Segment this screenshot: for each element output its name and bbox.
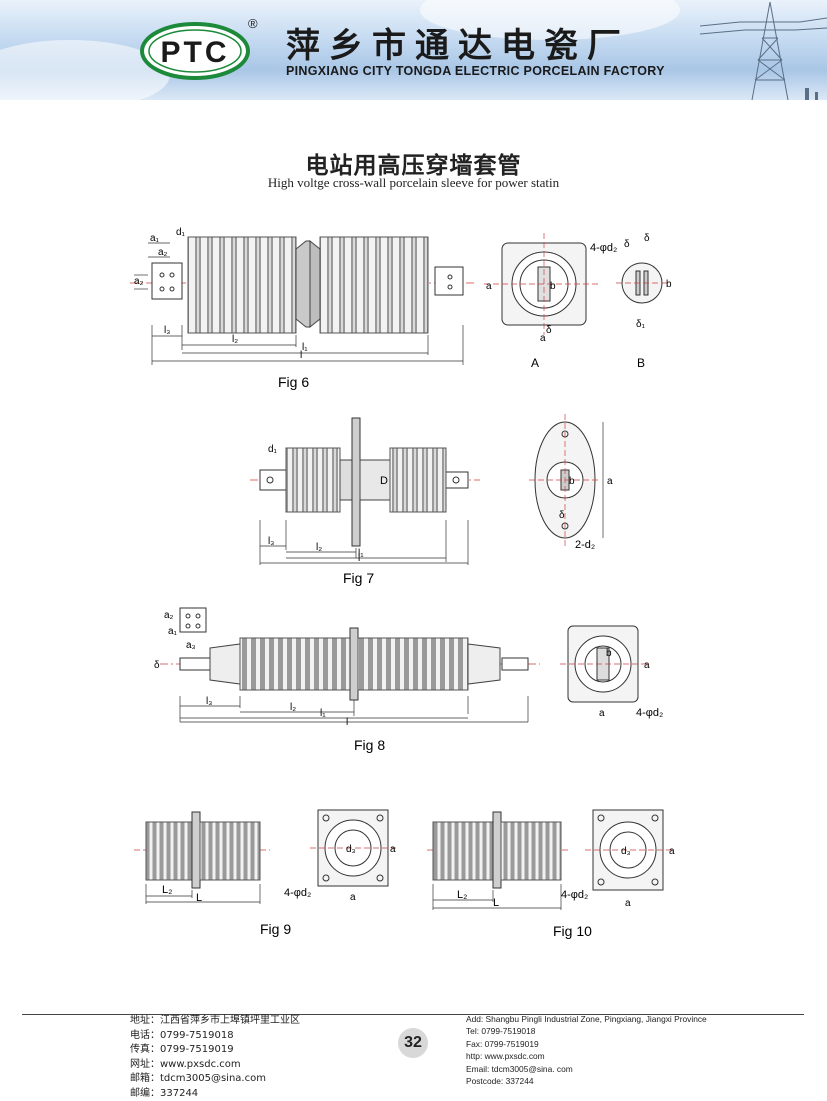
dim-L-label: L [493,897,499,909]
dim-holes-label: 4-φd₂ [636,707,663,719]
footer-email-en: Email: tdcm3005@sina. com [466,1063,707,1075]
ptc-logo: PTC [140,22,250,80]
logo-text: PTC [161,36,230,69]
figure-9-caption: Fig 9 [260,921,291,937]
header-banner: PTC ® 萍乡市通达电瓷厂 PINGXIANG CITY TONGDA ELE… [0,0,827,100]
dim-delta-top-label: δ [644,233,650,244]
dim-delta-label: δ [154,660,160,671]
dim-a-vertical-label: a [669,846,675,857]
figure-7-caption: Fig 7 [343,570,374,586]
dim-l-label: l [346,717,348,728]
dim-a-horizontal-label: a [599,708,605,719]
figure-8-caption: Fig 8 [354,737,385,753]
page-title-en: High voltge cross-wall porcelain sleeve … [0,175,827,191]
footer-web-en: http: www.pxsdc.com [466,1050,707,1062]
dim-a3-label: a₃ [186,640,196,651]
dim-a-horizontal-label: a [625,898,631,909]
dim-delta-label: δ [559,510,565,521]
dim-l3-label: l₃ [268,536,274,547]
dim-delta-label: δ [546,325,552,336]
dim-a1-label: a₁ [168,626,178,637]
footer-address-cn: 地址：江西省萍乡市上埠镇坪里工业区 [130,1014,300,1029]
dim-a-vertical-label: a [390,844,396,855]
dim-l3-label: l₃ [206,696,212,707]
dim-a-label: a [607,476,613,487]
view-b-label: B [637,356,645,370]
figure-10-caption: Fig 10 [553,923,592,939]
page-number: 32 [398,1028,428,1058]
dim-b-view-label: b [666,279,672,290]
dim-a-label: a₂ [134,276,144,287]
footer-contact-en: Add: Shangbu Pingli Industrial Zone, Pin… [466,1013,707,1087]
dim-d1-label: d₁ [268,444,278,455]
footer-address-en: Add: Shangbu Pingli Industrial Zone, Pin… [466,1013,707,1025]
dim-d3-label: d₃ [346,844,356,855]
dim-b-label: b [569,476,575,487]
dim-l1-label: l₁ [320,708,326,719]
dim-l-label: l [300,350,302,361]
figure-10-drawing: L₂ L d₃ a 4-φd₂ a Fig 10 [425,800,715,945]
company-name-cn: 萍乡市通达电瓷厂 [286,18,630,67]
dim-L-label: L [196,892,202,904]
dim-l2-label: l₂ [316,542,322,553]
dim-a1-label: a₁ [150,233,160,244]
dim-b-label: b [550,281,556,292]
figure-6-caption: Fig 6 [278,374,309,390]
figure-8-drawing: a₂ a₁ a₃ δ l₃ l₂ l₁ l b a a 4-φd₂ Fig 8 [150,600,710,760]
dim-holes-label: 2-d₂ [575,539,595,551]
footer-tel-en: Tel: 0799-7519018 [466,1025,707,1037]
dim-delta1-label: δ₁ [636,319,646,330]
dim-b-label: b [606,648,612,659]
dim-holes-label: 4-φd₂ [284,887,311,899]
dim-holes-label: 4-φd₂ [561,889,588,901]
footer-email-cn: 邮箱：tdcm3005@sina.com [130,1072,300,1087]
dim-l3-label: l₃ [164,325,170,336]
footer-postcode-cn: 邮编：337244 [130,1087,300,1101]
footer-tel-cn: 电话：0799-7519018 [130,1029,300,1044]
footer-postcode-en: Postcode: 337244 [466,1075,707,1087]
dim-L2-label: L₂ [162,884,172,896]
registered-mark: ® [248,16,258,31]
figure-9-drawing: L₂ L d₃ a 4-φd₂ a Fig 9 [130,800,420,945]
dim-d3-label: d₃ [621,846,631,857]
figure-7-drawing: d₁ D l₃ l₂ l₁ l a b δ 2-d₂ Fig 7 [250,410,630,590]
dim-d1-label: d₁ [176,227,186,238]
dim-l2-label: l₂ [290,702,296,713]
dim-a2-label: a₂ [164,610,174,621]
dim-l1-label: l₁ [302,342,308,353]
dim-l2-label: l₂ [232,334,238,345]
dim-a-vertical-label: a [644,660,650,671]
company-name-en: PINGXIANG CITY TONGDA ELECTRIC PORCELAIN… [286,64,665,78]
dim-holes-label: 4-φd₂ [590,242,617,254]
dim-a-horizontal-label: a [350,892,356,903]
footer-web-cn: 网址：www.pxsdc.com [130,1058,300,1073]
view-a-label: A [531,356,539,370]
dim-delta-b-label: δ [624,239,630,250]
dim-a2-label: a₂ [158,247,168,258]
power-tower-icon [700,0,827,100]
footer-fax-en: Fax: 0799-7519019 [466,1038,707,1050]
figure-6-drawing: a₁ d₁ a₂ a₂ l₃ l₂ l₁ l a a δ b 4-φd₂ A δ… [120,215,680,395]
footer-contact-cn: 地址：江西省萍乡市上埠镇坪里工业区 电话：0799-7519018 传真：079… [130,1014,300,1101]
dim-D-label: D [380,475,388,487]
dim-a-vertical-label: a [486,281,492,292]
dim-L2-label: L₂ [457,889,467,901]
dim-l-label: l [358,553,360,564]
footer-fax-cn: 传真：0799-7519019 [130,1043,300,1058]
